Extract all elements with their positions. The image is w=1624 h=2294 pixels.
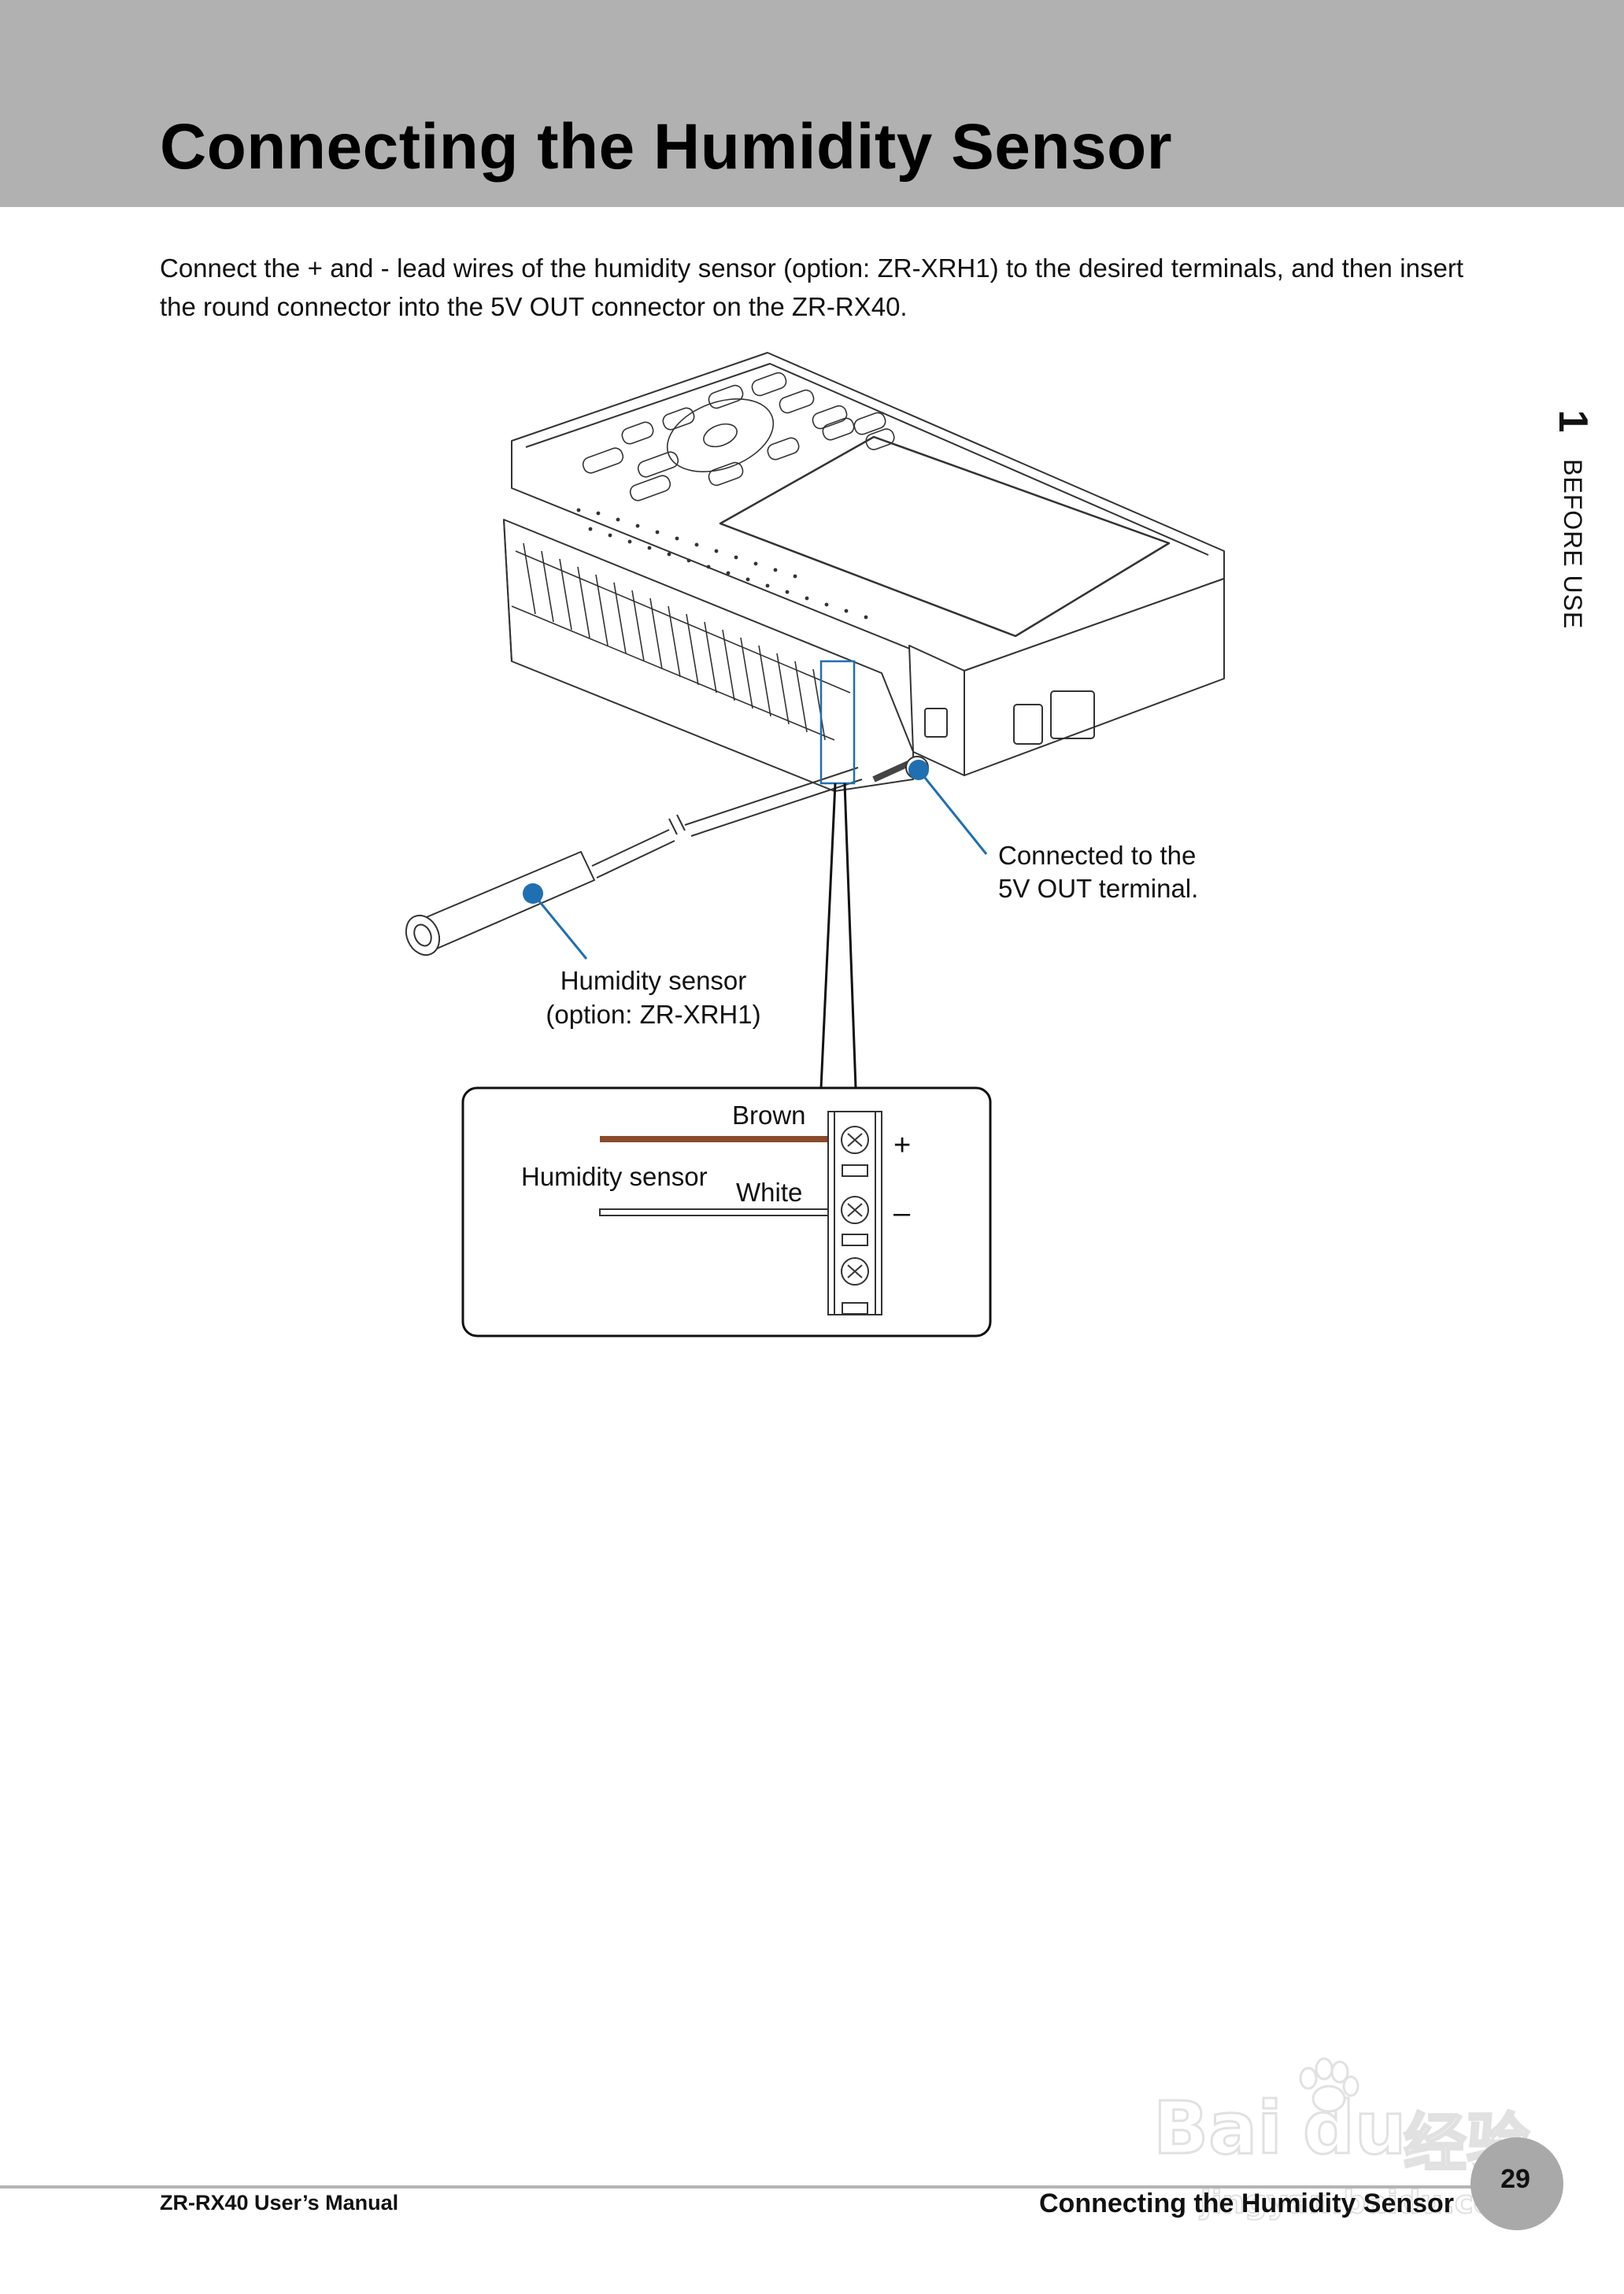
callout-5v-line1: Connected to the — [998, 841, 1197, 870]
lcd-screen — [719, 435, 1171, 638]
usb-port — [1013, 704, 1043, 745]
intro-paragraph: Connect the + and - lead wires of the hu… — [160, 253, 1463, 321]
header-band — [0, 0, 1624, 207]
lan-port — [1050, 690, 1095, 739]
inset-sensor-label: Humidity sensor — [521, 1162, 708, 1191]
footer-section-name: Connecting the Humidity Sensor — [1039, 2189, 1455, 2218]
baidu-watermark: Bai du 经验 jingyan.baidu.com — [1152, 2055, 1531, 2228]
callout-5v-line2: 5V OUT terminal. — [998, 874, 1199, 903]
plus-terminal-label: + — [893, 1129, 912, 1162]
footer-manual-name: ZR-RX40 User’s Manual — [160, 2191, 399, 2214]
page-number-badge: 29 — [1470, 2137, 1563, 2230]
sensor-cable — [684, 767, 863, 837]
white-wire — [599, 1208, 833, 1216]
brown-wire-label: Brown — [732, 1101, 806, 1130]
terminal-highlight — [819, 660, 856, 785]
paw-icon — [1299, 2057, 1359, 2113]
minus-terminal-label: – — [893, 1197, 911, 1230]
page-title: Connecting the Humidity Sensor — [160, 111, 1173, 183]
keypad — [582, 372, 895, 501]
watermark-brand: Bai — [1152, 2085, 1284, 2172]
callout-5v — [908, 760, 988, 855]
callout-sensor-line2: (option: ZR-XRH1) — [546, 1000, 761, 1029]
inset-terminal-strip — [827, 1111, 882, 1315]
callout-sensor-line1: Humidity sensor — [560, 966, 747, 995]
terminal-slots — [511, 542, 851, 741]
footer-rule — [0, 2185, 1504, 2189]
device-front-face — [908, 645, 965, 776]
page-number: 29 — [1500, 2163, 1530, 2194]
callout-sensor — [523, 883, 588, 960]
vent-dots — [576, 508, 868, 620]
white-wire-label: White — [736, 1178, 803, 1207]
brown-wire — [600, 1136, 832, 1142]
